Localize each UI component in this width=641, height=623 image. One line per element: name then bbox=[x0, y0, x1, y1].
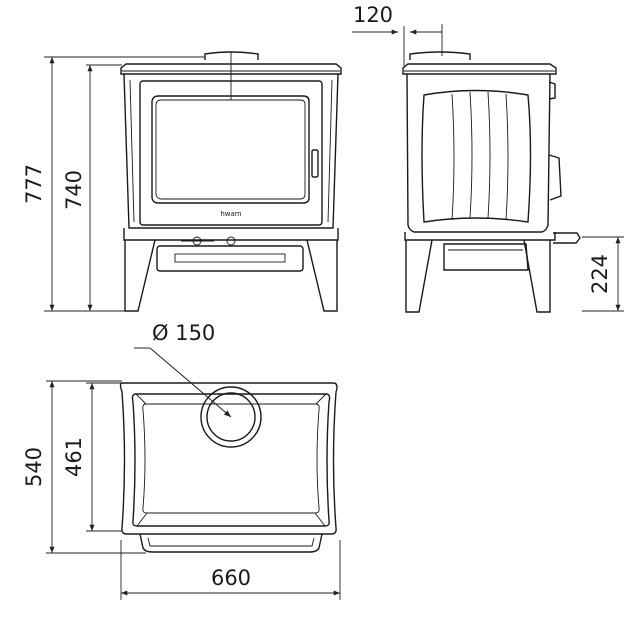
dimension-lines bbox=[44, 24, 624, 600]
dim-flue-offset: 120 bbox=[353, 3, 393, 27]
dim-total-depth: 540 bbox=[22, 447, 46, 487]
brand-mark: hwam bbox=[220, 210, 241, 218]
side-view bbox=[402, 51, 581, 313]
dim-width: 660 bbox=[211, 566, 251, 590]
dim-flue-diameter: Ø 150 bbox=[152, 321, 215, 345]
dim-outlet-height: 224 bbox=[588, 254, 612, 294]
dim-total-height: 777 bbox=[22, 164, 46, 204]
front-view: hwam bbox=[120, 51, 342, 312]
top-view bbox=[119, 382, 338, 553]
dim-flue-height: 740 bbox=[62, 170, 86, 210]
dim-flue-depth: 461 bbox=[62, 437, 86, 477]
